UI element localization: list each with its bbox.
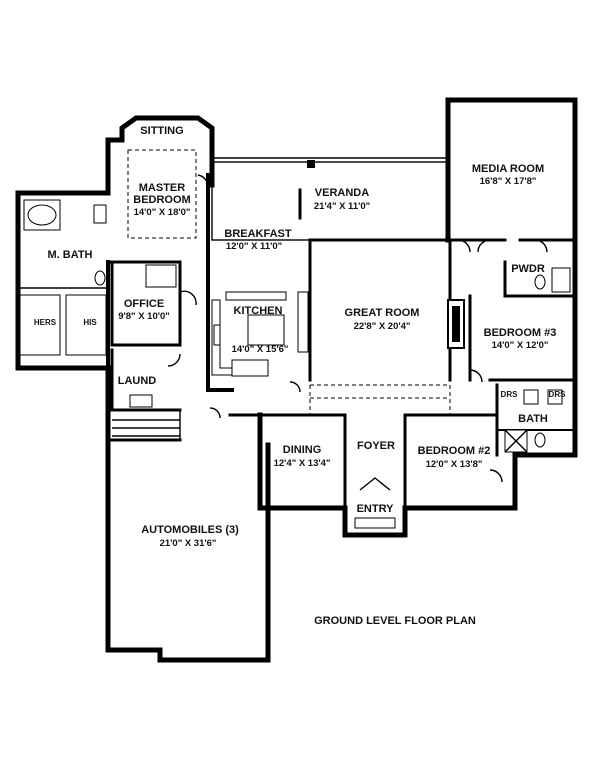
- room-labels: SITTING MASTER BEDROOM 14'0" X 18'0" M. …: [34, 125, 566, 627]
- bath-label: BATH: [518, 413, 548, 425]
- drs-left-label: DRS: [501, 390, 519, 399]
- office-label: OFFICE: [124, 298, 164, 310]
- breakfast-dim: 12'0" X 11'0": [226, 241, 282, 252]
- bedroom3-label: BEDROOM #3: [484, 327, 557, 339]
- exterior-walls: [15, 97, 578, 663]
- his-label: HIS: [83, 318, 97, 327]
- hers-label: HERS: [34, 318, 57, 327]
- bedroom2-dim: 12'0" X 13'8": [426, 459, 483, 470]
- interior-walls: [106, 173, 577, 510]
- automobiles-label: AUTOMOBILES (3): [141, 524, 239, 536]
- doors: [167, 174, 548, 491]
- automobiles-dim: 21'0" X 31'6": [160, 538, 217, 549]
- foyer-label: FOYER: [357, 440, 395, 452]
- veranda-area: [211, 157, 450, 242]
- master-bedroom-label-1: MASTER: [139, 182, 186, 194]
- bedroom2-label: BEDROOM #2: [418, 445, 491, 457]
- dining-label: DINING: [283, 444, 322, 456]
- dining-dim: 12'4" X 13'4": [274, 458, 331, 469]
- dashed-lines: [109, 149, 451, 600]
- breakfast-label: BREAKFAST: [224, 228, 292, 240]
- laund-label: LAUND: [118, 375, 157, 387]
- master-bedroom-dim: 14'0" X 18'0": [134, 207, 191, 218]
- veranda-dim: 21'4" X 11'0": [314, 201, 370, 212]
- master-bedroom-label-2: BEDROOM: [133, 194, 190, 206]
- fixtures: [19, 199, 571, 529]
- kitchen-dim: 14'0" X 15'6": [232, 344, 289, 355]
- great-room-dim: 22'8" X 20'4": [354, 321, 411, 332]
- great-room-label: GREAT ROOM: [345, 307, 420, 319]
- m-bath-label: M. BATH: [47, 249, 92, 261]
- office-dim: 9'8" X 10'0": [118, 311, 170, 322]
- drs-right-label: DRS: [549, 390, 567, 399]
- plan-title: GROUND LEVEL FLOOR PLAN: [314, 615, 476, 627]
- media-room-label: MEDIA ROOM: [472, 163, 544, 175]
- bedroom3-dim: 14'0" X 12'0": [492, 340, 549, 351]
- veranda-label: VERANDA: [315, 187, 369, 199]
- sitting-label: SITTING: [140, 125, 183, 137]
- pwdr-label: PWDR: [511, 263, 545, 275]
- kitchen-label: KITCHEN: [234, 305, 283, 317]
- entry-label: ENTRY: [357, 503, 395, 515]
- media-room-dim: 16'8" X 17'8": [480, 176, 537, 187]
